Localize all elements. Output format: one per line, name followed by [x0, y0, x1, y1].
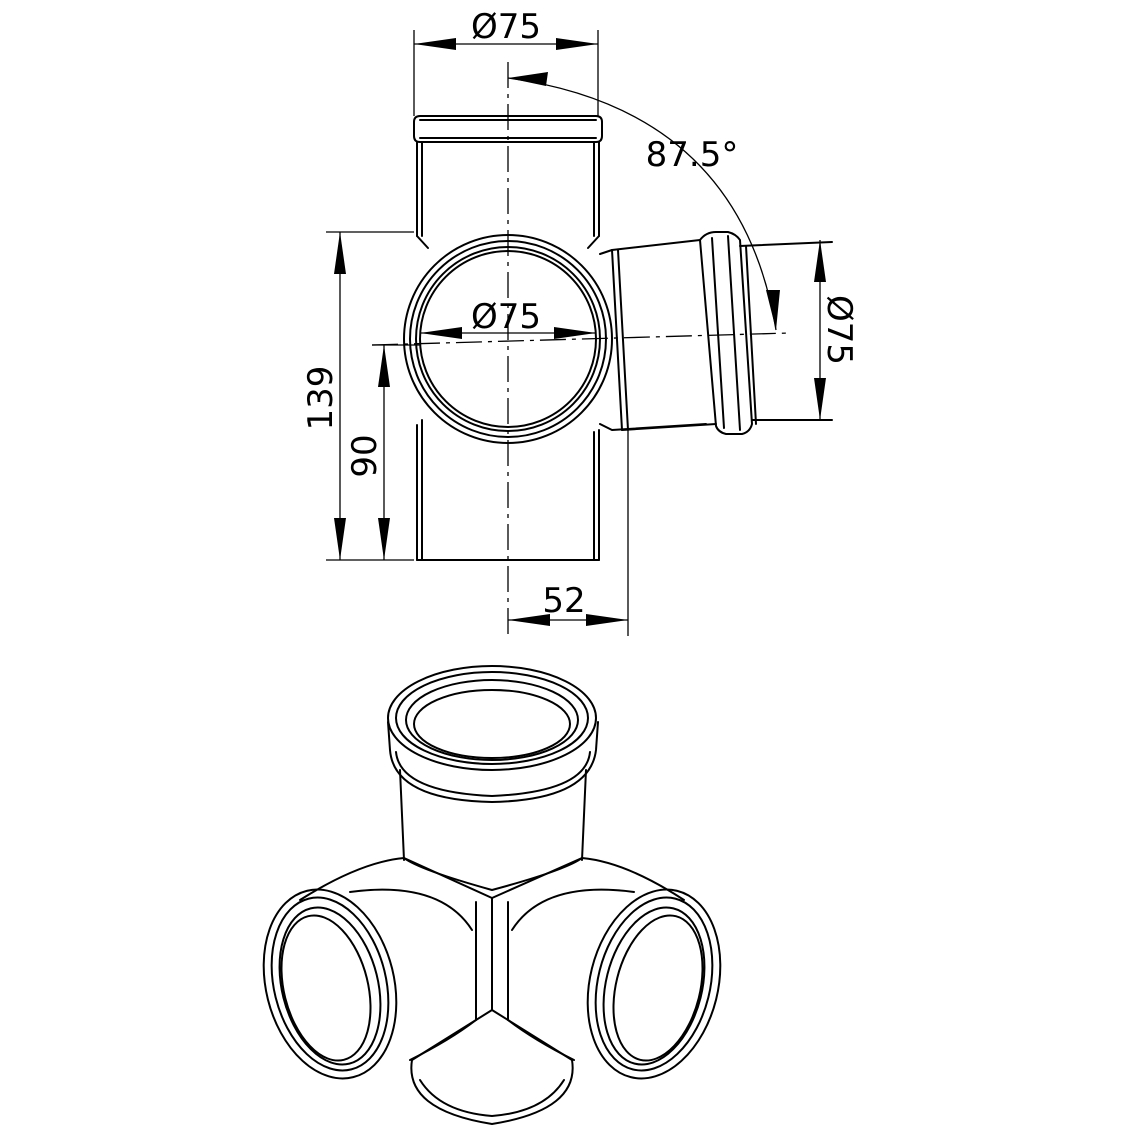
dimension-overall-height: 139 [301, 231, 414, 561]
top-diameter-label: Ø75 [471, 7, 541, 47]
isometric-view [262, 665, 722, 1125]
dimension-branch-diameter: Ø75 [420, 297, 596, 339]
iso-top-socket [387, 665, 599, 899]
branch-height-label: 90 [345, 434, 385, 477]
dimension-branch-offset: 52 [508, 430, 629, 636]
dimension-side-diameter: Ø75 [814, 240, 859, 420]
pipe-body [416, 419, 600, 561]
iso-right-branch [507, 857, 722, 1080]
angle-label: 87.5° [646, 135, 739, 175]
side-diameter-label: Ø75 [819, 295, 859, 365]
overall-height-label: 139 [301, 366, 341, 431]
branch-offset-label: 52 [542, 581, 585, 621]
dimension-top-diameter: Ø75 [413, 7, 599, 116]
side-branch [599, 231, 833, 435]
center-lines [371, 62, 791, 634]
dimension-branch-height: 90 [345, 344, 420, 560]
iso-bottom-pipe [410, 1009, 574, 1125]
branch-diameter-label: Ø75 [471, 297, 541, 337]
dimension-angle: 87.5° [507, 72, 780, 331]
iso-left-branch [262, 857, 493, 1080]
front-elevation [371, 62, 833, 634]
